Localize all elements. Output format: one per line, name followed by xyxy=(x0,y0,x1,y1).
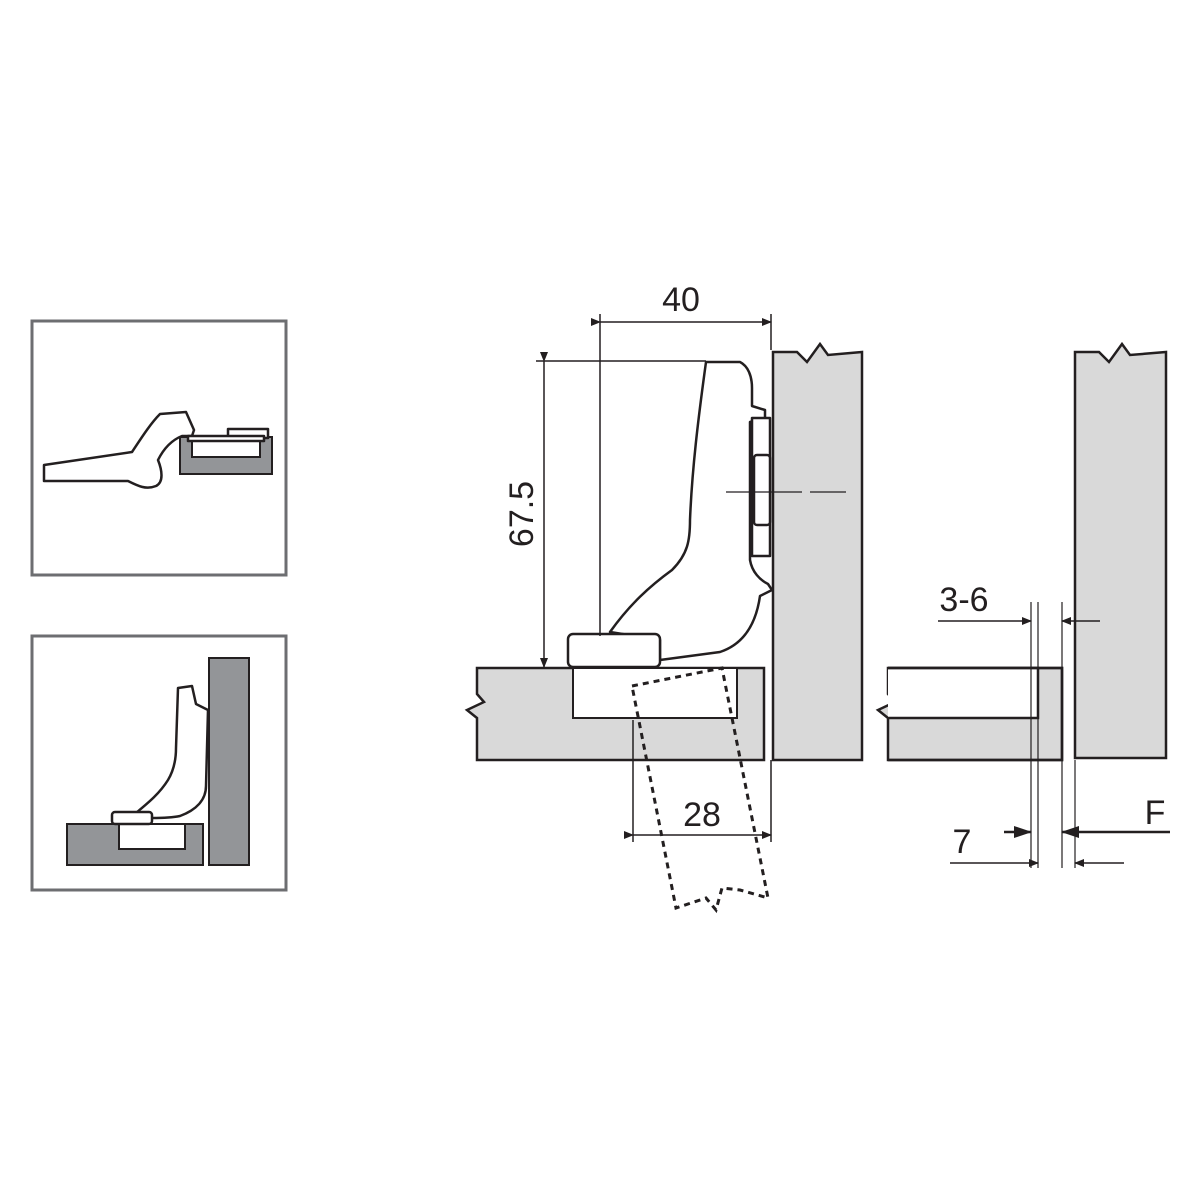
dim-3-6-label: 3-6 xyxy=(939,581,988,619)
icon-hinge-open-view xyxy=(30,319,288,577)
icon-bottom-hinge-base xyxy=(110,810,154,826)
detail-door-recess xyxy=(888,668,1038,718)
hinge-cup-flange xyxy=(566,632,662,669)
icon-hinge-closed-view xyxy=(30,634,288,892)
dim-67-5-label: 67.5 xyxy=(503,481,541,547)
dim-28-label: 28 xyxy=(683,796,721,834)
detail-overlay-view: 3-6 7 F xyxy=(875,341,1170,868)
icon-bottom-cup-pocket xyxy=(118,823,186,850)
dim-40-label: 40 xyxy=(662,281,700,319)
drill-outline xyxy=(630,666,770,914)
cup-pocket xyxy=(572,667,738,719)
detail-side-panel xyxy=(1073,341,1168,760)
icon-bottom-side-panel xyxy=(208,657,250,866)
side-panel xyxy=(771,341,864,762)
dim-7-label: 7 xyxy=(953,823,972,861)
hinge-arm xyxy=(608,360,774,662)
hinge-plate-slot xyxy=(752,453,772,527)
icon-top-hinge-arm xyxy=(42,410,196,489)
dim-f-label: F xyxy=(1145,794,1166,832)
icon-top-cup xyxy=(186,434,266,443)
main-section-view: 40 67.5 28 xyxy=(464,281,864,914)
